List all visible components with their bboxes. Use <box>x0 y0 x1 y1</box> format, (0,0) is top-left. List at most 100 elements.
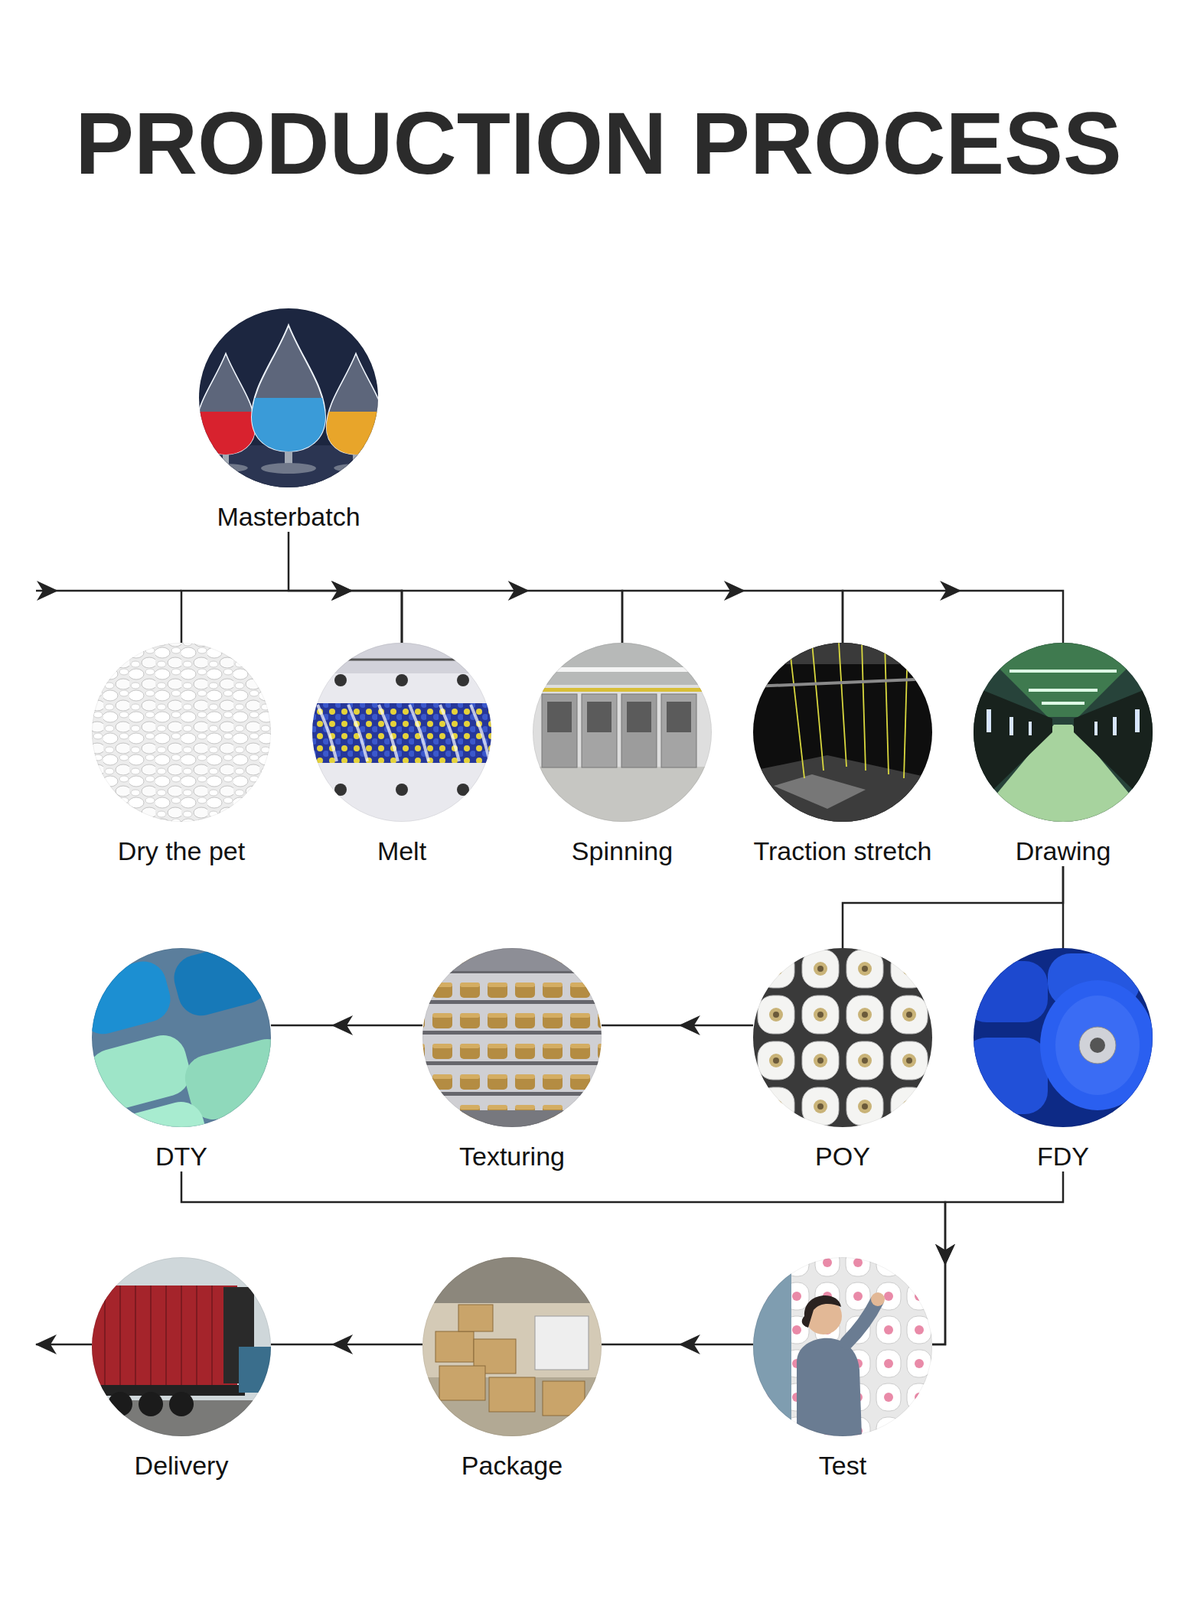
illustration-part <box>661 694 697 768</box>
illustration-part <box>150 1285 152 1386</box>
step-outline <box>92 643 271 822</box>
illustration-part <box>134 1285 137 1386</box>
arrowhead <box>678 1015 701 1036</box>
illustration-part <box>107 1392 133 1417</box>
process-step: POY <box>753 948 933 1172</box>
illustration-part <box>435 1304 585 1416</box>
illustration-part <box>456 783 470 796</box>
step-circle <box>973 642 1153 822</box>
illustration-part <box>196 353 256 473</box>
illustration-part <box>587 701 612 733</box>
illustration-part <box>773 774 866 809</box>
illustration-part <box>1009 717 1014 736</box>
illustration-part <box>422 948 602 1128</box>
step-label: Delivery <box>91 1450 271 1481</box>
illustration-part <box>532 766 712 822</box>
illustration-part <box>334 674 347 687</box>
illustration-part <box>986 709 992 733</box>
illustration-part <box>91 1285 238 1386</box>
step-outline <box>753 949 933 1128</box>
step-outline <box>313 643 492 822</box>
illustration-part <box>547 701 572 733</box>
arrowhead <box>331 1334 353 1355</box>
step-label: Texturing <box>422 1141 602 1172</box>
illustration-part <box>1094 721 1098 736</box>
illustration-part <box>196 308 386 492</box>
step-circle <box>532 642 712 822</box>
process-step: Melt <box>312 642 492 867</box>
step-circle <box>973 948 1153 1128</box>
illustration-part <box>626 701 652 733</box>
flow-connector <box>842 580 1064 643</box>
delivery-picture <box>91 1257 271 1439</box>
illustration-part <box>422 1110 602 1128</box>
illustration-part <box>753 948 933 1128</box>
step-circle <box>198 308 379 488</box>
illustration-part <box>317 704 490 762</box>
flow-connector <box>932 1171 1064 1345</box>
illustration-part <box>796 1338 862 1437</box>
flow-connector <box>288 531 402 643</box>
test-picture <box>753 1257 933 1437</box>
package-picture <box>422 1257 602 1439</box>
illustration-part <box>91 1257 271 1439</box>
illustration-part <box>1028 721 1032 736</box>
illustration-part <box>251 325 326 474</box>
connector-line <box>601 1024 754 1028</box>
flow-connector <box>401 580 623 643</box>
step-label: DTY <box>91 1141 271 1172</box>
step-circle <box>91 1257 271 1437</box>
illustration-part <box>753 1257 933 1437</box>
illustration-part <box>884 642 889 775</box>
illustration-part <box>395 674 408 687</box>
step-label: Melt <box>312 835 492 867</box>
illustration-part <box>846 1301 878 1344</box>
illustration-part <box>753 1257 933 1437</box>
process-step: Spinning <box>532 642 712 867</box>
step-circle <box>91 642 271 822</box>
illustration-part <box>312 703 492 764</box>
arrowhead <box>508 580 530 601</box>
arrowhead <box>724 580 746 601</box>
step-label: FDY <box>973 1141 1153 1172</box>
connector-line <box>842 590 1064 643</box>
pellets-picture <box>91 642 271 822</box>
illustration-part <box>138 1392 164 1417</box>
connector-line <box>601 1343 754 1347</box>
flow-connector <box>601 1334 754 1355</box>
illustration-part <box>1073 686 1153 809</box>
illustration-part <box>334 783 347 796</box>
process-step: Masterbatch <box>198 308 379 532</box>
illustration-part <box>422 948 602 1128</box>
connector-line <box>181 590 402 643</box>
step-circle <box>753 948 933 1128</box>
flow-connector <box>270 1015 423 1036</box>
illustration-part <box>1040 980 1155 1111</box>
poy-picture <box>753 948 933 1128</box>
illustration-part <box>802 1295 842 1328</box>
step-circle <box>753 642 933 822</box>
traction-picture <box>753 642 933 822</box>
step-circle <box>422 948 602 1128</box>
illustration-part <box>541 694 578 768</box>
illustration-part <box>211 1285 213 1386</box>
illustration-part <box>422 1257 602 1439</box>
illustration-part <box>753 948 933 1128</box>
masterbatch-picture <box>196 308 386 492</box>
arrowhead <box>939 580 962 601</box>
step-label: Package <box>422 1450 602 1481</box>
illustration-part <box>1135 709 1140 733</box>
step-circle <box>422 1257 602 1437</box>
illustration-part <box>312 658 492 662</box>
illustration-part <box>238 1347 271 1393</box>
step-outline <box>92 1258 271 1437</box>
process-step: FDY <box>973 948 1153 1172</box>
step-outline <box>753 1258 933 1437</box>
step-outline <box>753 643 932 822</box>
illustration-part <box>534 1316 589 1370</box>
illustration-part <box>753 1257 792 1437</box>
illustration-part <box>986 709 1140 736</box>
step-label: Masterbatch <box>198 501 379 532</box>
illustration-part <box>422 1257 602 1304</box>
illustration-part <box>753 755 933 822</box>
